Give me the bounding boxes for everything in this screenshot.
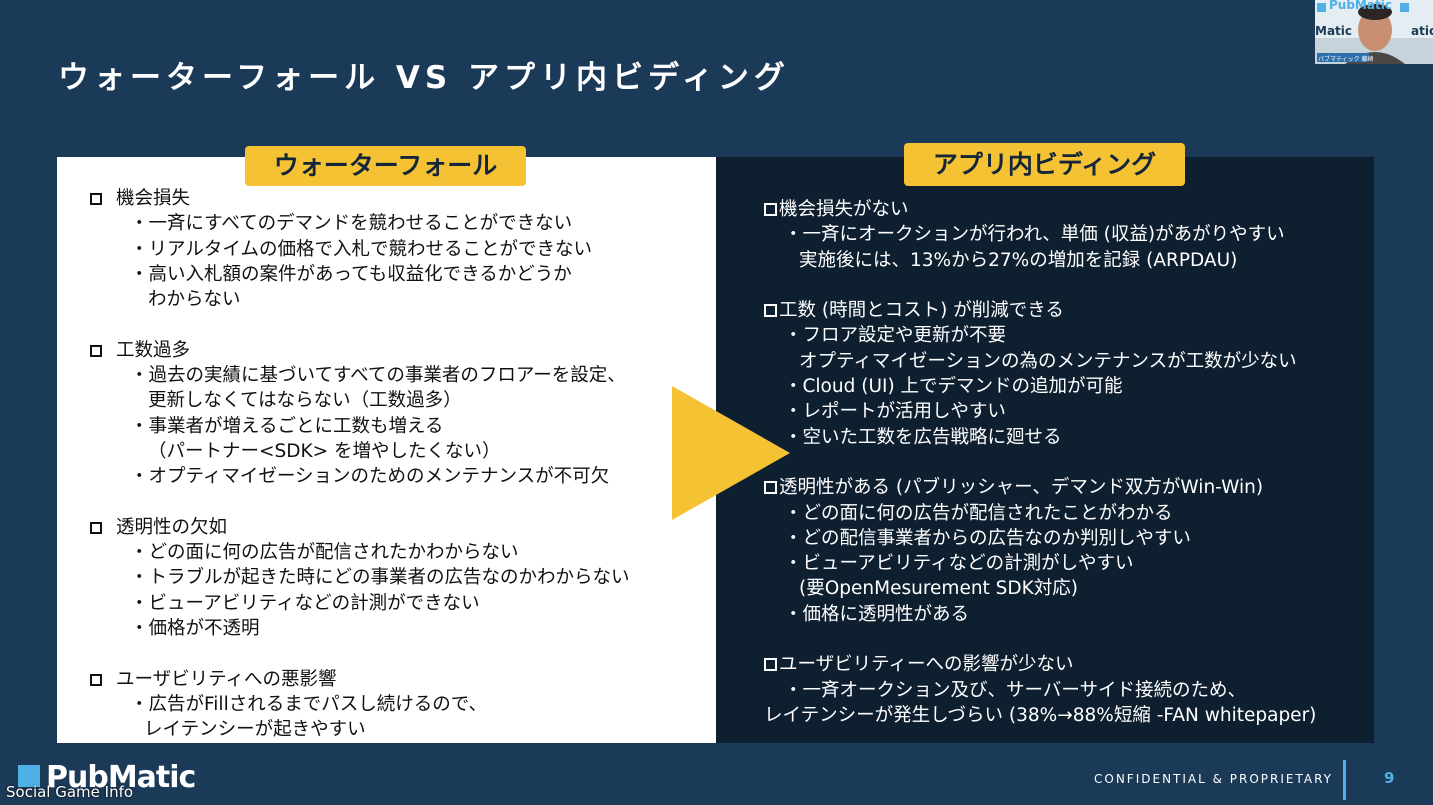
checkbox-icon — [90, 673, 102, 686]
list-item: わからない — [148, 289, 241, 311]
spacer — [764, 273, 1316, 298]
list-item: ・どの配信事業者からの広告なのか判別しやすい — [784, 527, 1191, 549]
list-heading: ユーザビリティーへの影響が少ない — [764, 652, 1316, 677]
list-item: ・リアルタイムの価格で入札で競わせることができない — [130, 238, 592, 260]
list-heading: 機会損失 — [90, 186, 630, 211]
list-item: (要OpenMesurement SDK対応) — [799, 578, 1079, 600]
list-heading: ユーザビリティへの悪影響 — [90, 667, 630, 692]
list-heading: 工数過多 — [90, 338, 630, 363]
list-item: ・価格に透明性がある — [784, 603, 970, 625]
webcam-caption: パブマティック 藤崎 — [1318, 56, 1374, 63]
webcam-text-top: PubMatic — [1329, 0, 1392, 12]
list-item: ・一斉にオークションが行われ、単価 (収益)があがりやすい — [784, 224, 1285, 246]
list-heading: 機会損失がない — [764, 197, 1316, 222]
list-item: ・オプティマイゼーションのためのメンテナンスが不可欠 — [130, 466, 610, 488]
checkbox-icon — [764, 658, 777, 672]
pubmatic-logo: PubMatic — [18, 760, 196, 795]
list-item: ・ビューアビリティなどの計測ができない — [130, 592, 480, 614]
arrow-right-icon — [672, 386, 790, 520]
list-item: ・一斉にすべてのデマンドを競わせることができない — [130, 213, 573, 235]
list-item: 更新しなくてはならない（工数過多） — [148, 390, 462, 412]
webcam-text-mid: Matic — [1315, 24, 1353, 38]
list-item: 実施後には、13%から27%の増加を記録 (ARPDAU) — [799, 249, 1238, 271]
list-item: ・どの面に何の広告が配信されたかわからない — [130, 542, 519, 564]
list-item: ・空いた工数を広告戦略に廻せる — [784, 426, 1062, 448]
spacer — [764, 627, 1316, 652]
list-heading: 透明性の欠如 — [90, 515, 630, 540]
checkbox-icon — [764, 203, 777, 216]
waterfall-header: ウォーターフォール — [245, 146, 526, 186]
list-item: ・価格が不透明 — [130, 618, 260, 640]
checkbox-icon — [90, 344, 102, 357]
list-item: ・どの面に何の広告が配信されたことがわかる — [784, 502, 1173, 524]
list-item: レイテンシーが発生しづらい (38%→88%短縮 -FAN whitepaper… — [764, 704, 1317, 726]
footer-divider — [1343, 760, 1346, 800]
checkbox-icon — [90, 193, 102, 205]
presenter-video — [1315, 0, 1433, 64]
list-item: ・トラブルが起きた時にどの事業者の広告なのかわからない — [130, 567, 630, 589]
list-item: ・高い入札額の案件があっても収益化できるかどうか — [130, 263, 572, 285]
in-app-bidding-panel — [716, 157, 1374, 743]
logo-square-icon — [18, 765, 40, 787]
webcam-thumbnail: PubMatic Matic atic パブマティック 藤崎 — [1315, 0, 1433, 64]
waterfall-panel — [57, 157, 716, 743]
spacer — [764, 450, 1316, 475]
webcam-text-right: atic — [1411, 24, 1433, 38]
checkbox-icon — [764, 304, 777, 318]
list-item: ・ビューアビリティなどの計測がしやすい — [784, 553, 1134, 575]
waterfall-list: 機会損失 ・一斉にすべてのデマンドを競わせることができない ・リアルタイムの価格… — [90, 186, 630, 743]
list-item: オプティマイゼーションの為のメンテナンスが工数が少ない — [799, 350, 1297, 372]
list-item: ・事業者が増えるごとに工数も増える — [130, 415, 444, 437]
list-item: ・フロア設定や更新が不要 — [784, 325, 1007, 347]
spacer — [90, 490, 630, 515]
list-item: （パートナー<SDK> を増やしたくない） — [148, 440, 501, 462]
footer-confidential: CONFIDENTIAL & PROPRIETARY — [1094, 772, 1334, 786]
list-item: ・Cloud (UI) 上でデマンドの追加が可能 — [784, 376, 1123, 398]
list-heading: 工数 (時間とコスト) が削減できる — [764, 298, 1316, 323]
list-item: ・レポートが活用しやすい — [784, 401, 1006, 423]
list-heading: 透明性がある (パブリッシャー、デマンド双方がWin-Win) — [764, 475, 1316, 500]
watermark: Social Game Info — [6, 783, 134, 801]
checkbox-icon — [90, 521, 102, 534]
spacer — [90, 641, 630, 666]
list-item: レイテンシーが起きやすい — [144, 719, 366, 741]
list-item: ・広告がFillされるまでパスし続けるので、 — [130, 693, 487, 715]
in-app-bidding-header: アプリ内ビディング — [904, 143, 1185, 186]
list-item: ・一斉オークション及び、サーバーサイド接続のため、 — [784, 679, 1246, 701]
slide-title: ウォーターフォール VS アプリ内ビディング — [58, 60, 790, 96]
checkbox-icon — [764, 481, 777, 495]
in-app-bidding-list: 機会損失がない ・一斉にオークションが行われ、単価 (収益)があがりやすい 実施… — [764, 197, 1316, 728]
spacer — [90, 312, 630, 337]
page-number: 9 — [1384, 769, 1395, 787]
list-item: ・過去の実績に基づいてすべての事業者のフロアーを設定、 — [130, 365, 626, 387]
